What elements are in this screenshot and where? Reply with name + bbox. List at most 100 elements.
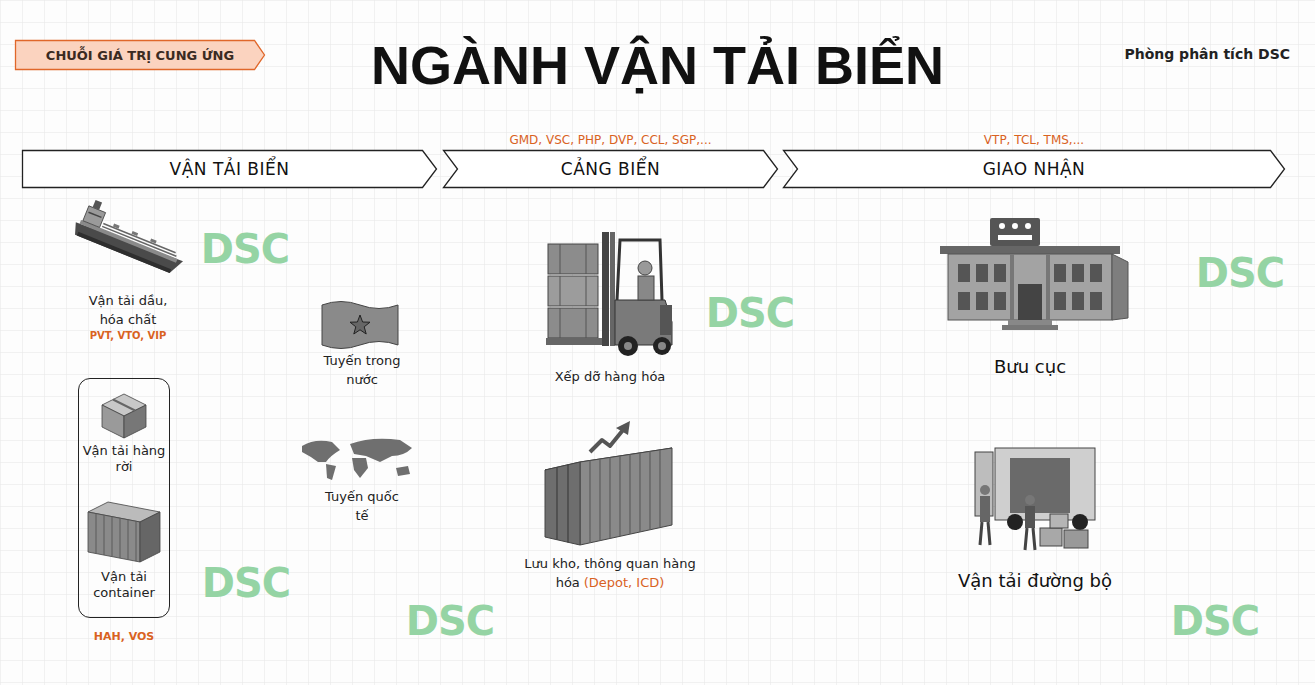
sign-dot xyxy=(1012,223,1018,229)
tag-text: CHUỖI GIÁ TRỊ CUNG ỨNG xyxy=(46,48,234,63)
label-box: Vận tải dầu, hóa chất xyxy=(78,290,178,328)
counterweight xyxy=(660,305,672,335)
building-column xyxy=(1046,254,1050,320)
wheel xyxy=(1007,514,1023,530)
icon-container-side xyxy=(88,512,140,562)
band-title: GIAO NHẬN xyxy=(983,159,1086,179)
ship-bridge xyxy=(83,206,106,228)
post-office xyxy=(940,218,1128,330)
chevron-band: GMD, VSC, PHP, DVP, CCL, SGP,...CẢNG BIỂ… xyxy=(443,150,778,188)
chevron-band: VẬN TẢI BIỂN xyxy=(22,150,437,188)
ticker-list: HAH, VOS xyxy=(94,630,155,643)
box-stripes xyxy=(560,244,586,338)
chevron-band: VTP, TCL, TMS,...GIAO NHẬN xyxy=(783,150,1285,188)
wheel xyxy=(653,337,671,355)
map-continent xyxy=(302,441,340,462)
container-door xyxy=(557,465,568,543)
title-box: NGÀNH VẬN TẢI BIỂN xyxy=(300,30,1015,100)
ship-funnel xyxy=(93,200,102,210)
person-body xyxy=(980,496,990,522)
ticker-note: (Depot, ICD) xyxy=(584,575,665,590)
wheel xyxy=(1072,514,1088,530)
item-caption: Tuyến trong nước xyxy=(324,353,401,387)
van-opening xyxy=(1010,458,1070,513)
fork-mast xyxy=(610,232,615,346)
chevron-shape xyxy=(784,151,1285,188)
container-ribs xyxy=(590,450,660,543)
chevron-shape xyxy=(23,151,437,188)
text-slot: GMD, VSC, PHP, DVP, CCL, SGP,... xyxy=(443,129,778,148)
parcel xyxy=(1040,528,1062,546)
text-slot: Vận tải container xyxy=(79,569,169,601)
building-sign xyxy=(990,218,1040,246)
ticker-list: PVT, VTO, VIP xyxy=(90,330,167,341)
ticker-list: GMD, VSC, PHP, DVP, CCL, SGP,... xyxy=(509,133,711,147)
author-note: Phòng phân tích DSC xyxy=(1124,46,1290,62)
label-box: Tuyến quốc tế xyxy=(322,486,402,524)
delivery-truck xyxy=(975,448,1095,550)
section-tag: CHUỖI GIÁ TRỊ CUNG ỨNG xyxy=(15,40,265,70)
flag-star xyxy=(350,315,370,334)
container-side xyxy=(580,448,672,545)
sign-dot xyxy=(1025,223,1031,229)
chevron-shape xyxy=(444,151,778,188)
sign-bar xyxy=(998,235,1032,240)
item-caption: Xếp dỡ hàng hóa xyxy=(555,369,666,384)
text-slot: VTP, TCL, TMS,... xyxy=(783,129,1285,148)
map-continent xyxy=(326,464,336,480)
cargo-box xyxy=(548,244,598,274)
map-continent xyxy=(396,466,410,476)
group-box: Vận tải hàng rờiVận tải containerHAH, VO… xyxy=(78,378,170,618)
person-head xyxy=(980,485,990,495)
sign-dot xyxy=(999,223,1005,229)
forklift xyxy=(546,232,672,356)
fork-mast xyxy=(602,232,609,346)
driver-body xyxy=(638,276,654,300)
van-body xyxy=(995,448,1095,520)
building-cornice xyxy=(940,246,1120,254)
label-box: Bưu cục xyxy=(930,356,1130,377)
building-step xyxy=(1008,320,1052,325)
building-door xyxy=(1018,284,1042,320)
tag-shape xyxy=(16,41,265,70)
band-title: VẬN TẢI BIỂN xyxy=(170,159,290,179)
watermark: DSC xyxy=(706,290,794,336)
watermark: DSC xyxy=(1171,598,1259,644)
ship-keel xyxy=(77,232,171,273)
watermark: DSC xyxy=(202,560,290,606)
icon-container-end xyxy=(140,512,160,562)
text-slot: CHUỖI GIÁ TRỊ CUNG ỨNG xyxy=(15,40,265,70)
growth-arrowhead xyxy=(616,421,630,435)
pallet xyxy=(546,338,602,345)
wheel-hub xyxy=(624,342,632,350)
person-legs xyxy=(980,522,990,545)
world-map xyxy=(302,439,412,480)
text-slot: HAH, VOS xyxy=(79,625,169,644)
ship-hull xyxy=(71,218,183,276)
item-caption: Vận tải container xyxy=(82,569,166,600)
person-head xyxy=(1025,495,1035,505)
cube-tape xyxy=(113,400,135,411)
shipping-container xyxy=(545,421,672,545)
label-box: Vận tải đường bộ xyxy=(925,570,1145,591)
label-box: Phòng phân tích DSC xyxy=(1090,44,1290,63)
container-end xyxy=(545,462,580,545)
person-legs xyxy=(1025,528,1035,550)
band-title: CẢNG BIỂN xyxy=(561,159,660,179)
map-continent xyxy=(352,458,368,478)
building-side xyxy=(1112,254,1128,320)
item-caption: Vận tải đường bộ xyxy=(958,570,1112,591)
person-body xyxy=(1025,506,1035,528)
item-caption: Tuyến quốc tế xyxy=(325,489,399,523)
label-box: Lưu kho, thông quan hàng hóa(Depot, ICD) xyxy=(522,553,698,591)
text-slot: Vận tải hàng rời xyxy=(79,443,169,475)
label-box: DSC xyxy=(195,226,295,272)
item-caption: Vận tải hàng rời xyxy=(82,443,166,474)
growth-arrow xyxy=(590,430,623,452)
label-box: Xếp dỡ hàng hóa xyxy=(520,366,700,385)
building-column xyxy=(1010,254,1014,320)
cube-left xyxy=(102,405,124,438)
icon-container-ribs xyxy=(96,514,136,562)
wheel-hub xyxy=(658,342,666,350)
